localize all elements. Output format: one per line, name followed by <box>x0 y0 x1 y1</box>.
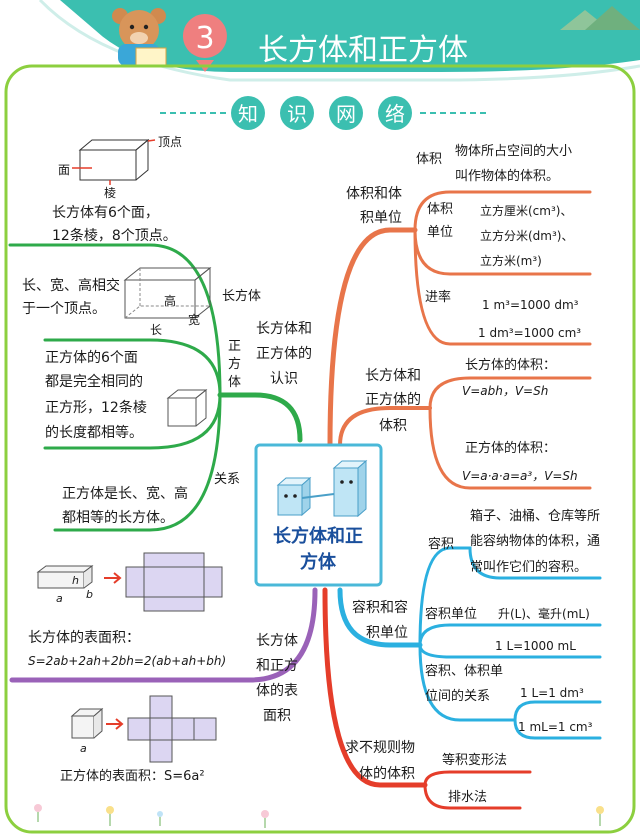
branch-label-cube-2: 方 <box>228 356 241 372</box>
rate-2: 1 dm³=1000 cm³ <box>478 326 581 340</box>
capacity-unit-label: 容积单位 <box>425 606 477 622</box>
branch-label-cuboid: 长方体 <box>222 288 261 304</box>
lwh-line2: 于一个顶点。 <box>22 301 106 317</box>
cube-facts-line1: 正方体的6个面 <box>45 350 138 366</box>
capacity-node-line1: 容积和容 <box>352 599 408 616</box>
cuboid-volume-title: 长方体的体积： <box>465 357 556 373</box>
header-stripe <box>38 0 640 82</box>
capacity-node-line2: 积单位 <box>366 625 408 641</box>
cube-volume-formula: V=a·a·a=a³，V=Sh <box>462 469 578 483</box>
volume-def-line1: 物体所占空间的大小 <box>455 143 572 159</box>
label-face: 面 <box>58 163 70 177</box>
chapter-badge: 3 <box>182 14 227 72</box>
relation-label-line2: 位间的关系 <box>425 688 490 704</box>
branch-label-relation: 关系 <box>214 472 240 487</box>
relation-rate-1: 1 L=1 dm³ <box>520 686 584 700</box>
cuboid-area-formula: S=2ab+2ah+2bh=2(ab+ah+bh) <box>28 654 226 668</box>
branch-label-cube-3: 体 <box>228 375 241 390</box>
volume-unit-node-line1: 体积和体 <box>346 186 402 202</box>
cuboid-volume-formula: V=abh，V=Sh <box>462 384 548 398</box>
volume-unit-1: 立方厘米(cm³)、 <box>480 203 572 218</box>
volume-unit-label-1: 体积 <box>427 202 453 217</box>
cuboid-facts-line1: 长方体有6个面， <box>52 205 159 221</box>
cube-diagram <box>166 388 208 427</box>
capacity-rate: 1 L=1000 mL <box>495 639 576 653</box>
svg-text:网: 网 <box>336 102 356 126</box>
svg-text:络: 络 <box>385 102 405 126</box>
label-edge: 棱 <box>104 185 116 200</box>
svg-text:知: 知 <box>238 102 258 126</box>
capacity-def-line1: 箱子、油桶、仓库等所 <box>470 508 600 524</box>
cube-volume-title: 正方体的体积： <box>465 440 556 456</box>
area-node-line3: 体的表 <box>256 683 298 699</box>
content-frame <box>4 64 636 834</box>
cube-net-diagram: a <box>70 695 217 763</box>
relation-rate-2: 1 mL=1 cm³ <box>518 720 593 734</box>
cube-area: 正方体的表面积：S=6a² <box>60 768 205 784</box>
lwh-line1: 长、宽、高相交 <box>22 277 120 294</box>
capacity-units: 升(L)、毫升(mL) <box>498 606 590 621</box>
cuboid-area-title: 长方体的表面积： <box>28 630 140 646</box>
method-1: 等积变形法 <box>442 752 507 768</box>
cuboid-net-diagram: a b h <box>36 552 223 612</box>
volume-unit-3: 立方米(m³) <box>480 253 542 268</box>
cube-facts-line3: 正方形，12条棱 <box>45 399 147 416</box>
label-width: 宽 <box>188 312 200 327</box>
volume-label: 体积 <box>416 152 442 167</box>
recognition-node-line3: 认识 <box>270 371 298 387</box>
cube-facts-line4: 的长度都相等。 <box>45 424 143 441</box>
relation-label-line1: 容积、体积单 <box>425 663 503 679</box>
method-2: 排水法 <box>448 790 487 805</box>
cube-facts-line2: 都是完全相同的 <box>45 373 143 390</box>
scenery-icon <box>560 6 640 30</box>
relation-line1: 正方体是长、宽、高 <box>62 485 188 502</box>
volume-unit-2: 立方分米(dm³)、 <box>480 228 573 243</box>
irregular-node-line2: 体的体积 <box>359 766 415 782</box>
label-length: 长 <box>150 323 162 337</box>
cuboid-vertex-diagram: 面 顶点 棱 <box>58 135 182 200</box>
rate-1: 1 m³=1000 dm³ <box>482 298 579 312</box>
section-title: 知 识 网 络 <box>231 96 412 130</box>
volume-formula-node-line3: 体积 <box>379 418 407 434</box>
volume-formula-node-line2: 正方体的 <box>365 392 421 408</box>
capacity-def-line2: 能容纳物体的体积，通 <box>470 533 600 549</box>
rate-label: 进率 <box>425 289 451 305</box>
page-title: 长方体和正方体 <box>258 33 468 68</box>
cuboid-dimension-diagram: 高 宽 长 <box>123 266 212 337</box>
area-node-line1: 长方体 <box>256 633 298 649</box>
area-node-line2: 和正方 <box>256 658 298 674</box>
bear-icon <box>112 8 167 67</box>
branch-label-cube-1: 正 <box>228 339 241 354</box>
area-node-line4: 面积 <box>263 708 291 724</box>
label-net-h: h <box>72 574 79 587</box>
relation-line2: 都相等的长方体。 <box>62 509 174 526</box>
center-topic: 长方体和正 方体 <box>254 443 383 587</box>
label-vertex: 顶点 <box>158 135 182 149</box>
volume-unit-label-2: 单位 <box>427 225 453 240</box>
label-net-b: b <box>86 588 93 601</box>
label-net-a: a <box>56 592 63 605</box>
recognition-node-line2: 正方体的 <box>256 346 312 362</box>
cuboid-facts-line2: 12条棱，8个顶点。 <box>52 227 177 244</box>
capacity-label: 容积 <box>428 536 454 552</box>
center-topic-line2: 方体 <box>300 551 337 573</box>
branch-lines <box>8 190 602 810</box>
svg-text:识: 识 <box>287 102 307 126</box>
label-height: 高 <box>164 293 176 308</box>
label-cube-a: a <box>80 742 87 755</box>
flower-decoration <box>34 804 604 828</box>
irregular-node-line1: 求不规则物 <box>345 740 415 756</box>
chapter-number: 3 <box>195 21 214 56</box>
center-topic-line1: 长方体和正 <box>273 525 363 547</box>
volume-def-line2: 叫作物体的体积。 <box>455 168 559 184</box>
recognition-node-line1: 长方体和 <box>256 321 312 337</box>
capacity-def-line3: 常叫作它们的容积。 <box>470 559 587 575</box>
volume-unit-node-line2: 积单位 <box>360 210 402 226</box>
cube-characters-icon <box>276 459 368 518</box>
volume-formula-node-line1: 长方体和 <box>365 368 421 384</box>
